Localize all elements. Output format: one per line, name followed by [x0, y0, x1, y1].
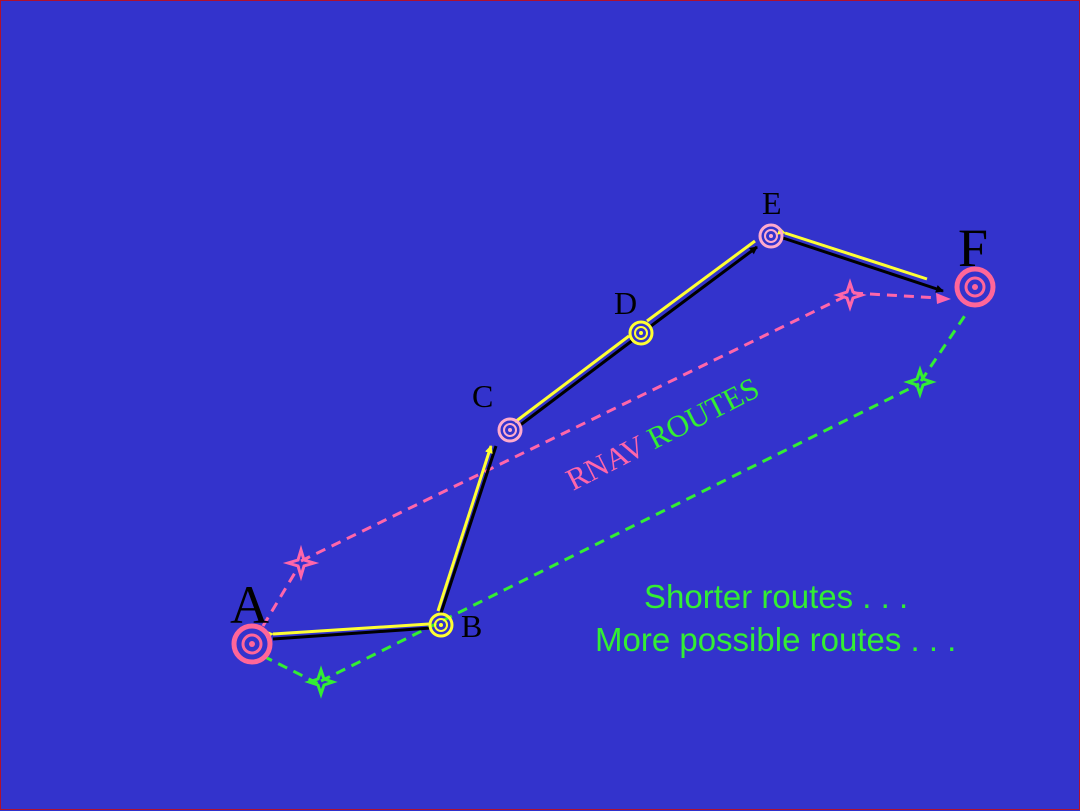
waypoint-label-f: F [958, 218, 988, 278]
rnav-route-pink [261, 291, 940, 627]
waypoint-label-b: B [461, 608, 482, 644]
vor-c-icon [497, 417, 523, 443]
victor-airway-route [265, 227, 944, 641]
vor-f-icon [954, 266, 996, 308]
waypoint-label-d: D [614, 285, 637, 321]
rnav-arrowhead-pink [936, 293, 951, 304]
waypoint-label-c: C [472, 378, 493, 414]
waypoint-label-e: E [762, 185, 782, 221]
vor-d-icon [628, 320, 654, 346]
rnav-route-green [262, 310, 970, 686]
vor-a-icon [231, 623, 273, 665]
rnav-star-green-1 [304, 665, 338, 699]
note-more-routes: More possible routes . . . [595, 621, 956, 658]
rnav-routes-label: RNAV ROUTES [560, 370, 764, 497]
vor-b-icon [428, 612, 454, 638]
waypoint-label-a: A [230, 575, 269, 635]
rnav-label-part1: RNAV [560, 428, 651, 498]
note-shorter-routes: Shorter routes . . . [644, 578, 908, 615]
rnav-star-green-2 [903, 365, 937, 399]
vor-e-icon [758, 223, 784, 249]
rnav-star-pink-2 [833, 278, 867, 312]
rnav-label-part2: ROUTES [635, 370, 765, 459]
rnav-star-pink-1 [282, 544, 320, 582]
